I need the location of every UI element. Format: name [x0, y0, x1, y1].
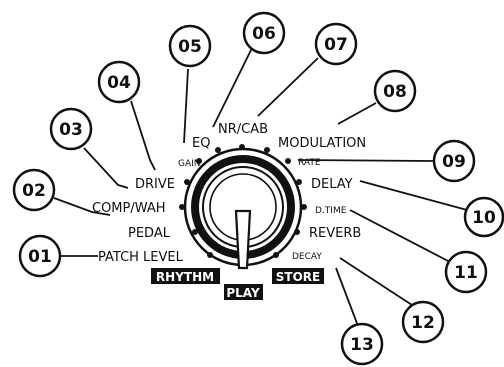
- label-eq: EQ: [192, 136, 210, 151]
- store-label: STORE: [276, 270, 320, 284]
- leader-10: [359, 180, 468, 211]
- dot-decay: [273, 252, 279, 258]
- label-modulation: MODULATION: [278, 136, 366, 151]
- play-badge: PLAY: [224, 284, 263, 300]
- label-pedal: PEDAL: [128, 226, 171, 241]
- dot-gain: [196, 158, 202, 164]
- label-rate: RATE: [298, 158, 321, 168]
- leader-08: [337, 102, 377, 125]
- callout-02: 02: [12, 168, 56, 212]
- dot-delay: [296, 179, 302, 185]
- callout-01: 01: [18, 234, 62, 278]
- leader-09: [297, 159, 435, 162]
- dot-d-time: [301, 204, 307, 210]
- dot-modulation: [264, 147, 270, 153]
- callouts: 01 02 03 04 05 06 07 08: [12, 11, 504, 366]
- rhythm-label: RHYTHM: [156, 270, 214, 284]
- leader-12: [339, 257, 413, 306]
- label-drive: DRIVE: [135, 177, 175, 192]
- leader-lines: [53, 47, 468, 327]
- callout-09: 09: [432, 139, 476, 183]
- leader-07: [257, 57, 319, 117]
- leader-05: [183, 68, 189, 144]
- callout-01-number: 01: [28, 247, 52, 267]
- label-nr-cab: NR/CAB: [218, 122, 268, 137]
- callout-08-number: 08: [383, 82, 407, 102]
- label-patch-level: PATCH LEVEL: [98, 250, 184, 265]
- play-badge-bg: [224, 284, 263, 300]
- leader-11: [349, 209, 451, 263]
- leader-13: [335, 267, 359, 327]
- position-dots: [179, 144, 307, 258]
- callout-12: 12: [401, 300, 445, 344]
- callout-05-number: 05: [178, 37, 202, 57]
- dot-comp-wah: [179, 204, 185, 210]
- dot-patch-level: [207, 252, 213, 258]
- callout-03: 03: [49, 107, 93, 151]
- leader-04: [130, 100, 156, 171]
- rhythm-badge-bg: [151, 268, 220, 284]
- dot-eq: [215, 147, 221, 153]
- dot-nr-cab: [239, 144, 245, 150]
- callout-04: 04: [97, 60, 141, 104]
- leader-03: [83, 147, 129, 189]
- callout-09-number: 09: [442, 152, 466, 172]
- callout-10-number: 10: [472, 208, 496, 228]
- callout-08: 08: [373, 69, 417, 113]
- label-delay: DELAY: [311, 177, 353, 192]
- callout-13-number: 13: [350, 335, 374, 355]
- play-label: PLAY: [226, 286, 260, 300]
- callout-13: 13: [340, 322, 384, 366]
- label-gain: GAIN: [178, 159, 201, 169]
- selector-knob[interactable]: [183, 147, 303, 270]
- callout-07-number: 07: [324, 35, 348, 55]
- callout-06-number: 06: [252, 24, 276, 44]
- store-badge-bg: [272, 268, 324, 284]
- rhythm-badge: RHYTHM: [151, 268, 220, 284]
- dot-rate: [285, 158, 291, 164]
- callout-04-number: 04: [107, 73, 131, 93]
- dot-reverb: [294, 229, 300, 235]
- callout-11-number: 11: [454, 263, 478, 283]
- callout-12-number: 12: [411, 313, 435, 333]
- callout-05: 05: [168, 24, 212, 68]
- callout-06: 06: [242, 11, 286, 55]
- dot-pedal: [192, 229, 198, 235]
- callout-02-number: 02: [22, 181, 46, 201]
- callout-11: 11: [444, 250, 488, 294]
- label-decay: DECAY: [292, 252, 322, 262]
- label-d-time: D.TIME: [315, 206, 347, 216]
- leader-02: [53, 197, 111, 216]
- store-badge: STORE: [272, 268, 324, 284]
- label-reverb: REVERB: [309, 226, 361, 241]
- position-labels: PATCH LEVEL PEDAL COMP/WAH DRIVE GAIN EQ…: [92, 122, 366, 265]
- leader-06: [212, 47, 253, 128]
- callout-07: 07: [314, 22, 358, 66]
- callout-10: 10: [463, 196, 504, 238]
- dot-drive: [184, 179, 190, 185]
- knob-pointer: [234, 209, 252, 270]
- callout-03-number: 03: [59, 120, 83, 140]
- label-comp-wah: COMP/WAH: [92, 201, 166, 216]
